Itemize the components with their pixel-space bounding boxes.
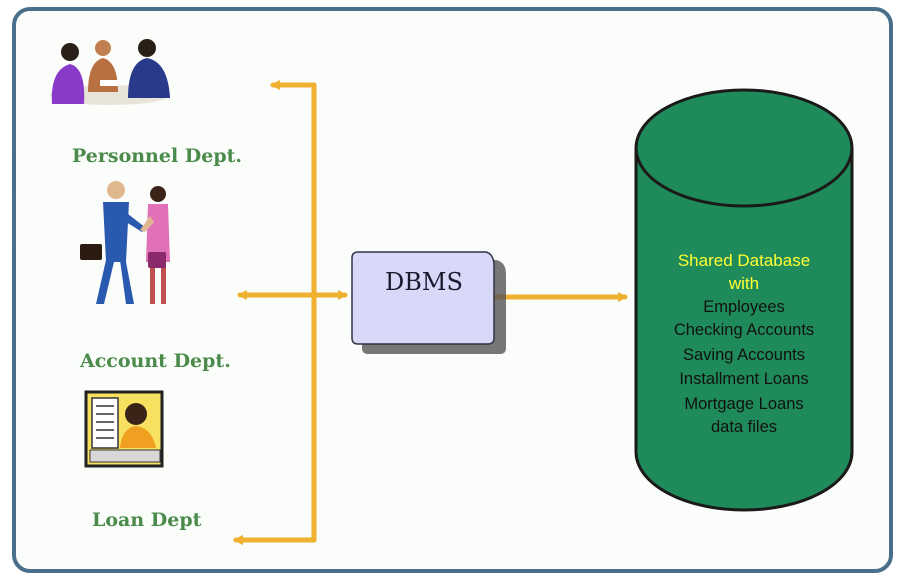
database-title-line1: Shared Database: [678, 251, 810, 270]
database-item: data files: [711, 418, 777, 436]
dept-label-loan: Loan Dept: [92, 509, 202, 531]
dept-label-personnel: Personnel Dept.: [72, 145, 242, 167]
dept-label-account: Account Dept.: [79, 350, 231, 372]
database-item: Checking Accounts: [674, 321, 814, 339]
dbms-node: DBMS: [351, 251, 506, 354]
database-item: Saving Accounts: [683, 346, 805, 364]
shared-database-cylinder: Shared Database with Employees Checking …: [634, 88, 854, 512]
dbms-label: DBMS: [385, 268, 463, 296]
database-title-line2: with: [728, 274, 759, 293]
database-item: Employees: [703, 298, 785, 316]
database-item: Mortgage Loans: [684, 395, 803, 413]
connectors: [233, 80, 628, 545]
database-item: Installment Loans: [679, 370, 808, 388]
meeting-people-icon: [50, 39, 170, 105]
clerk-at-desk-icon: [84, 390, 164, 468]
handshake-people-icon: [80, 181, 170, 304]
